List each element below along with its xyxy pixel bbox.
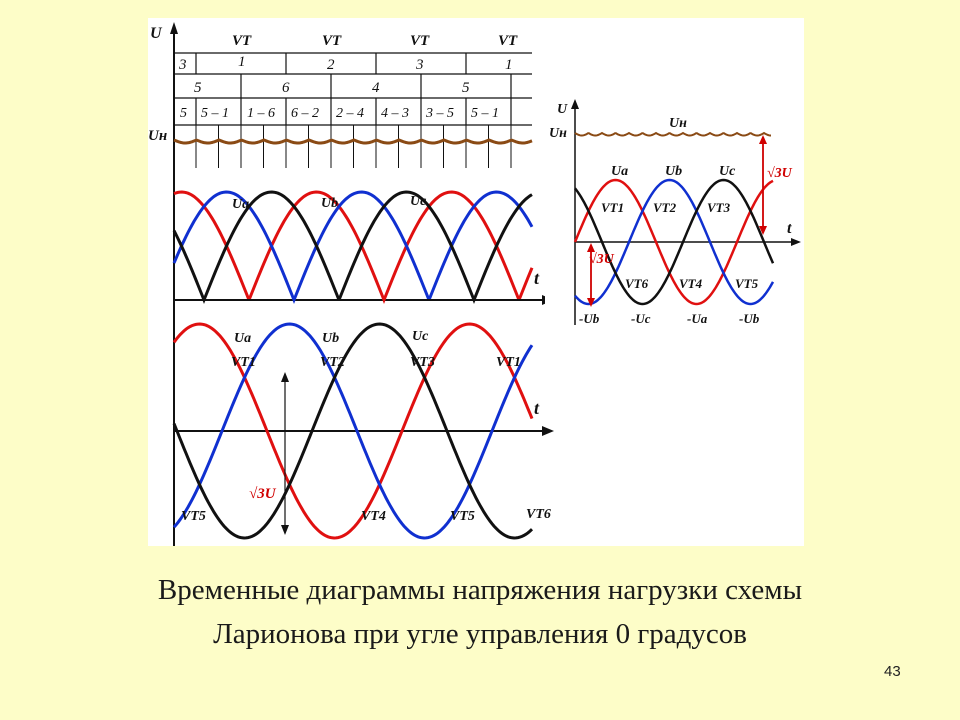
cell: 1 – 6 — [247, 106, 275, 121]
arrow-up-icon — [759, 135, 767, 144]
right-neg-label: -Ua — [687, 311, 708, 326]
lower-wave-uc — [172, 322, 534, 540]
right-label-uc: Uc — [719, 164, 736, 179]
right-vt-top: VT3 — [707, 200, 731, 215]
upper-t-label: t — [534, 268, 540, 288]
lower-vt-bottom: VT5 — [450, 509, 475, 524]
upper-label-ua: Ua — [232, 197, 249, 212]
table-row-3: 5 5 – 1 1 – 6 6 – 2 2 – 4 4 – 3 3 – 5 5 … — [180, 106, 499, 121]
cell: 3 — [415, 57, 424, 73]
lower-vt-bottom: VT4 — [361, 509, 386, 524]
cell: 5 – 1 — [471, 106, 499, 121]
cell: 5 — [462, 80, 470, 96]
cell: 5 — [180, 106, 187, 121]
cell: 6 — [282, 80, 290, 96]
right-u-label: U — [557, 102, 568, 117]
table-row-vt: VT VT VT VT — [232, 33, 518, 49]
caption-line-1: Временные диаграммы напряжения нагрузки … — [157, 574, 803, 606]
cell: 1 — [238, 54, 246, 70]
commutation-drop-lines — [195, 125, 512, 168]
upper-wave-ub — [172, 190, 534, 305]
lower-vt-bottom: VT6 — [526, 507, 551, 522]
slide-caption: Временные диаграммы напряжения нагрузки … — [0, 568, 960, 656]
right-sqrt3u-left-label: √3U — [589, 252, 615, 267]
table-row-1: 3 1 2 3 1 — [178, 54, 513, 73]
vt-label: VT — [410, 33, 430, 49]
arrow-down-icon — [587, 298, 595, 307]
right-u-arrow-icon — [571, 99, 579, 109]
upper-wave-ua — [173, 190, 534, 305]
vt-label: VT — [232, 33, 252, 49]
lower-wave-ub — [172, 322, 534, 540]
right-un-label: Uн — [549, 126, 567, 141]
lower-vt-top: VT3 — [410, 355, 435, 370]
right-load-ripple — [574, 131, 771, 137]
right-un-mid-label: Uн — [669, 116, 687, 131]
page-number: 43 — [884, 663, 901, 680]
right-vt-top: VT2 — [653, 200, 677, 215]
lower-vt-top: VT1 — [231, 355, 256, 370]
cell: 4 – 3 — [381, 106, 409, 121]
u-axis-label: U — [150, 25, 163, 42]
right-time-arrow-icon — [791, 238, 801, 246]
right-vt-bottom: VT6 — [625, 276, 649, 291]
sqrt3u-label: √3U — [249, 486, 277, 502]
arrow-down-icon — [759, 226, 767, 235]
cell: 6 – 2 — [291, 106, 319, 121]
un-label: Uн — [148, 128, 167, 144]
lower-time-arrow-icon — [542, 426, 554, 436]
lower-vt-top: VT1 — [496, 355, 521, 370]
right-wave-ub — [574, 178, 775, 306]
u-axis-arrow-icon — [170, 22, 178, 34]
right-neg-label: -Uc — [631, 311, 651, 326]
right-t-label: t — [787, 220, 792, 237]
table-row-2: 5 6 4 5 — [194, 80, 470, 96]
right-sqrt3u-right-label: √3U — [767, 166, 793, 181]
arrow-up-icon — [281, 372, 289, 382]
cell: 2 — [327, 57, 335, 73]
lower-label-uc: Uc — [412, 329, 429, 344]
right-phasor-diagram: U Uн Uн t Ua Ub Uc VT1 VT2 VT3 VT6 VT4 V… — [545, 95, 803, 335]
right-wave-ua — [573, 178, 774, 306]
right-vt-bottom: VT4 — [679, 276, 703, 291]
lower-label-ub: Ub — [322, 331, 339, 346]
right-wave-uc — [574, 178, 775, 306]
cell: 2 – 4 — [336, 106, 364, 121]
cell: 1 — [505, 57, 513, 73]
lower-vt-top: VT2 — [320, 355, 345, 370]
vt-label: VT — [498, 33, 518, 49]
lower-label-ua: Ua — [234, 331, 251, 346]
cell: 3 – 5 — [425, 106, 454, 121]
vt-label: VT — [322, 33, 342, 49]
lower-wave-ua — [172, 322, 534, 540]
cell: 5 – 1 — [201, 106, 229, 121]
right-label-ua: Ua — [611, 164, 628, 179]
upper-label-ub: Ub — [321, 196, 338, 211]
lower-vt-bottom: VT5 — [181, 509, 206, 524]
load-voltage-ripple — [173, 138, 533, 145]
cell: 4 — [372, 80, 380, 96]
cell: 5 — [194, 80, 202, 96]
arrow-up-icon — [587, 243, 595, 252]
right-vt-top: VT1 — [601, 200, 624, 215]
caption-line-2: Ларионова при угле управления 0 градусов — [213, 618, 747, 650]
right-neg-label: -Ub — [579, 311, 600, 326]
right-vt-bottom: VT5 — [735, 276, 759, 291]
cell: 3 — [178, 57, 187, 73]
upper-label-uc: Uc — [410, 194, 427, 209]
right-label-ub: Ub — [665, 164, 682, 179]
arrow-down-icon — [281, 525, 289, 535]
lower-t-label: t — [534, 398, 540, 418]
upper-wave-uc — [172, 190, 533, 305]
right-neg-label: -Ub — [739, 311, 760, 326]
